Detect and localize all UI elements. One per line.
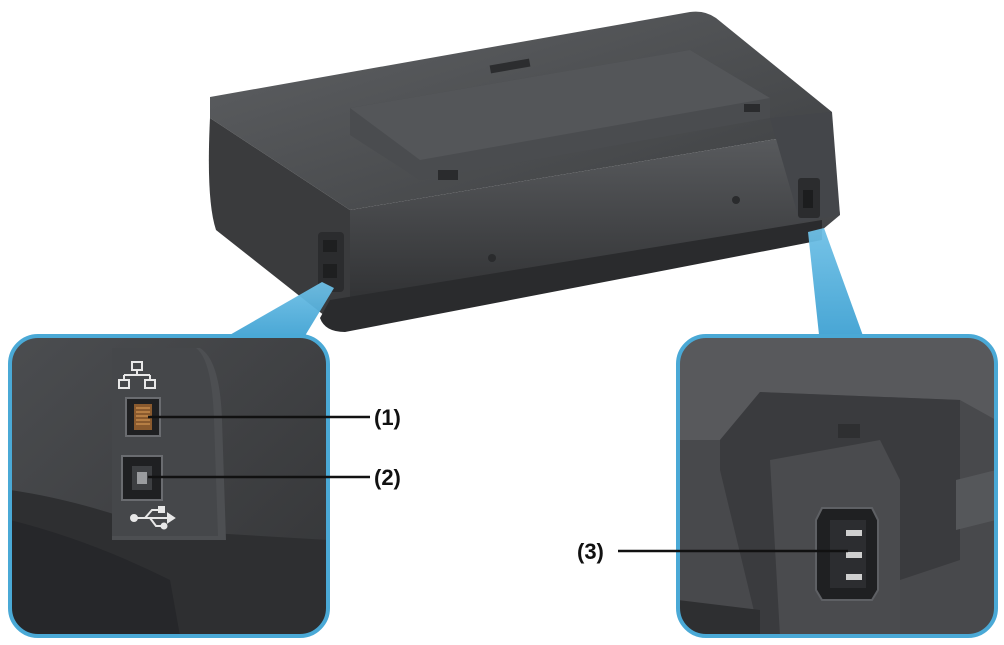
usb-symbol-icon (130, 506, 176, 530)
callout-label-3: (3) (577, 539, 604, 564)
callout-label-2: (2) (374, 465, 401, 490)
printer-body (208, 11, 840, 332)
power-inlet-icon (815, 507, 879, 601)
right-zoom-beam (808, 228, 866, 344)
network-symbol-icon (118, 361, 156, 389)
left-zoom-panel (8, 334, 330, 638)
callout-label-1: (1) (374, 405, 401, 430)
left-zoom-beam (214, 282, 334, 344)
right-zoom-panel (676, 334, 998, 638)
